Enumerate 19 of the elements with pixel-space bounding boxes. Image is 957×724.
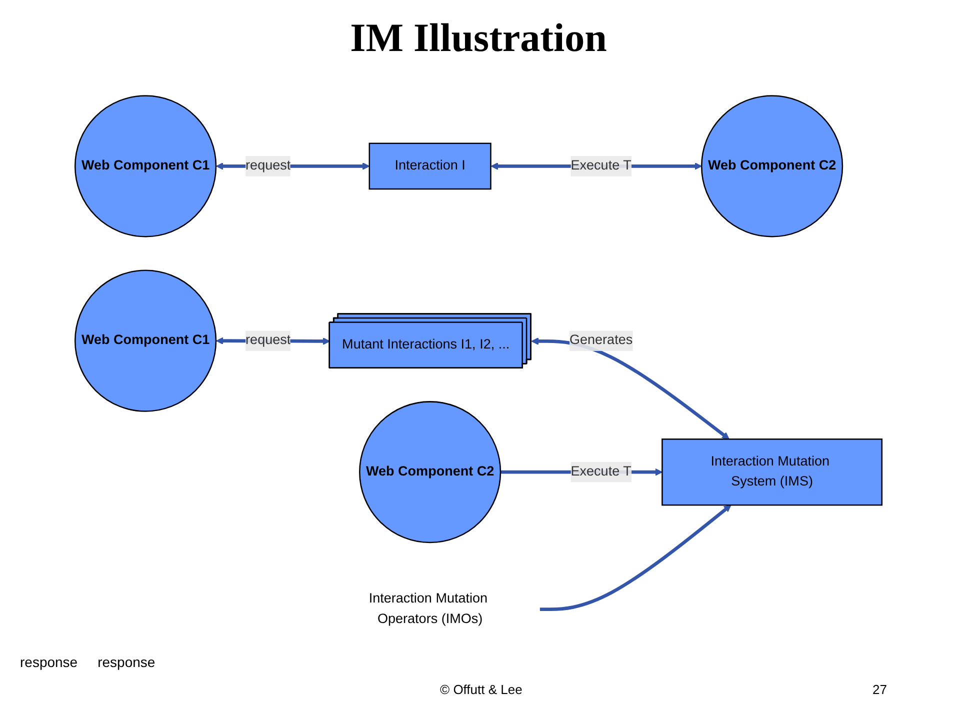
node-circle: Web Component C1 <box>74 270 217 412</box>
edge-label: request <box>246 333 291 348</box>
edge-label: Execute T <box>570 158 632 173</box>
node-circle: Web Component C1 <box>74 95 217 238</box>
page-number: 27 <box>872 682 887 697</box>
arrow <box>540 504 732 611</box>
node-box: Interaction Mutation System (IMS) <box>662 438 883 506</box>
node-circle: Web Component C2 <box>700 95 844 238</box>
edge-label: Generates <box>569 333 633 348</box>
arrow <box>531 338 730 440</box>
response-label: response <box>20 654 78 670</box>
response-label: response <box>98 654 156 670</box>
footer-credit: © Offutt & Lee <box>440 682 522 697</box>
node-circle: Web Component C2 <box>359 401 502 544</box>
node-box: Interaction I <box>368 142 492 190</box>
edge-label: Execute T <box>570 464 632 479</box>
slide-title: IM Illustration <box>349 14 608 61</box>
node-text: Interaction Mutation Operators (IMOs) <box>368 592 488 626</box>
edge-label: request <box>246 158 291 173</box>
